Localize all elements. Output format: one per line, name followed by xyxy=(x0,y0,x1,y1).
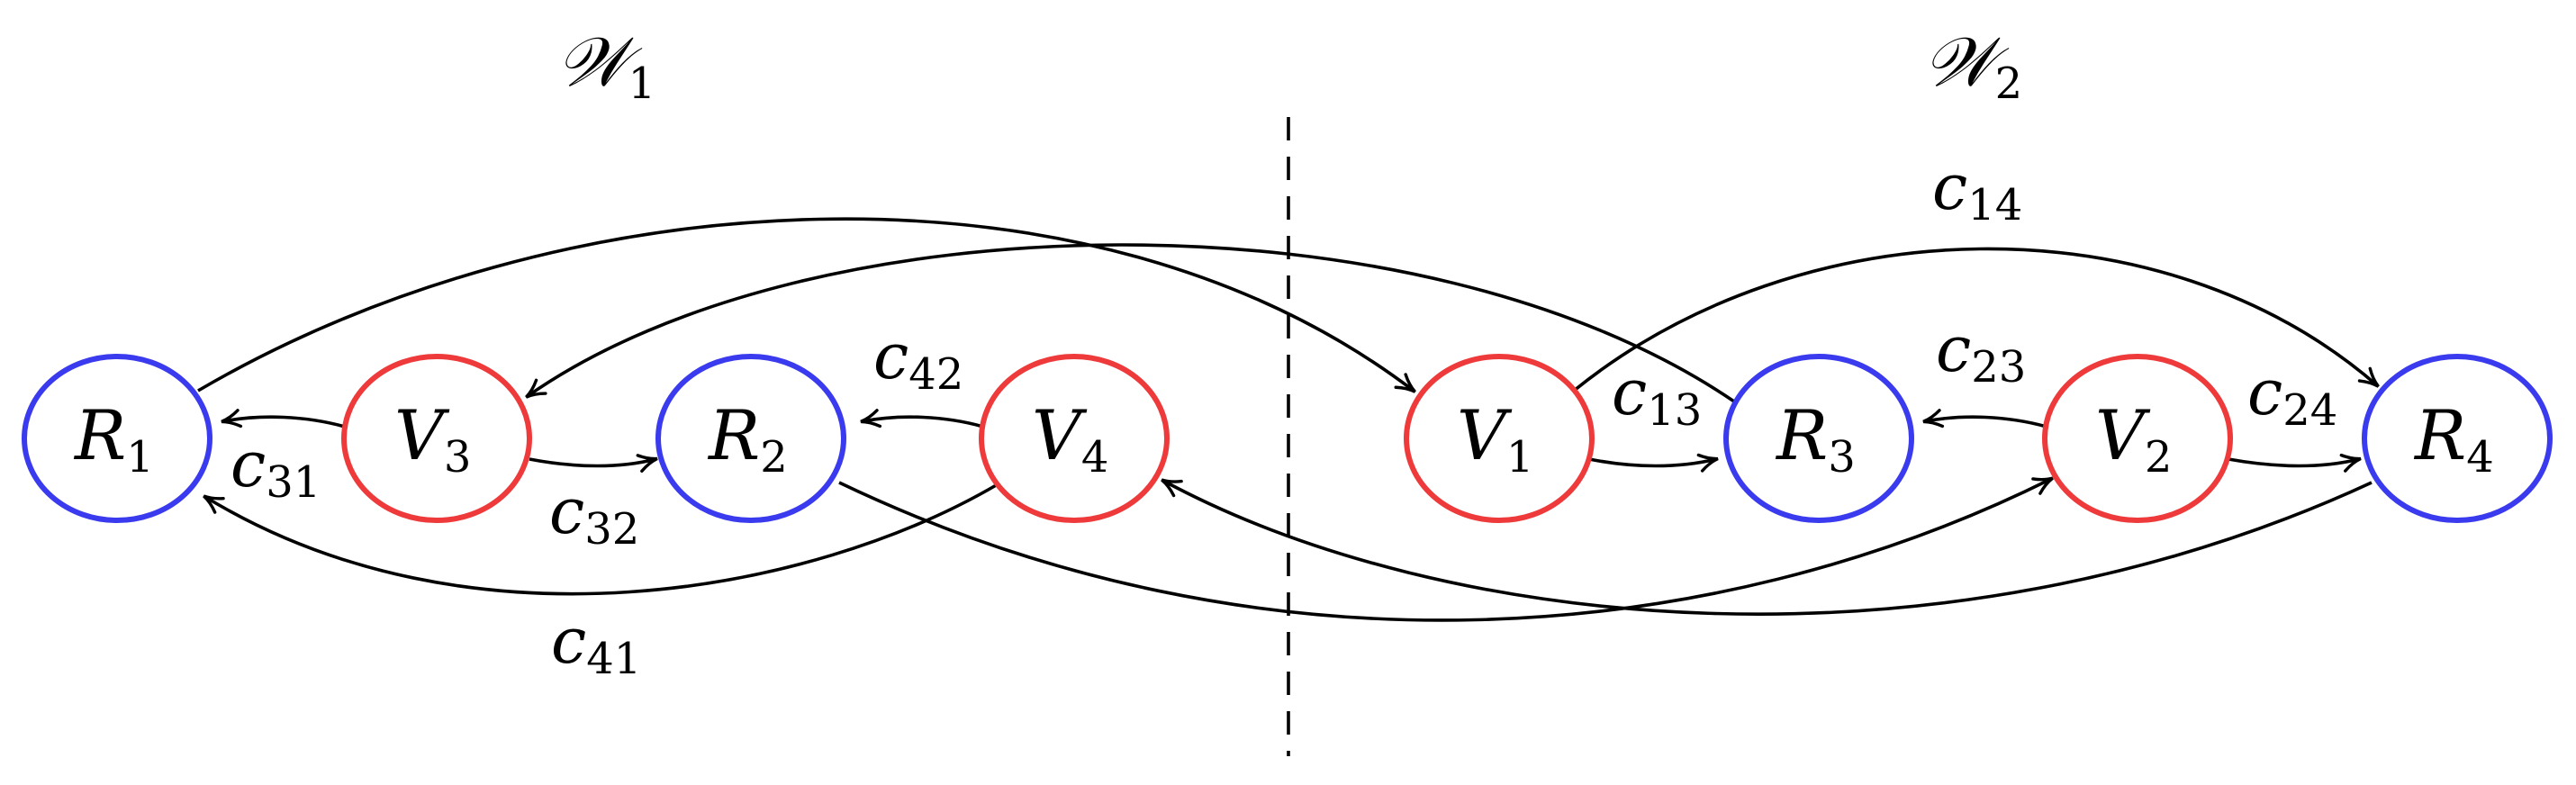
node-v3-ring xyxy=(341,354,532,523)
region-w2-subscript: 2 xyxy=(1995,59,2023,109)
edge-label-c23: c23 xyxy=(1936,312,2026,392)
node-r4: R4 xyxy=(2362,354,2553,523)
edge-c41 xyxy=(203,483,999,596)
edge-label-c41: c41 xyxy=(551,604,641,684)
edge-r2-v2 xyxy=(838,476,2054,622)
node-r4-ring xyxy=(2362,354,2553,523)
edge-label-c42: c42 xyxy=(873,320,963,400)
edge-c13 xyxy=(1588,453,1719,473)
node-v3-label: V3 xyxy=(394,395,471,483)
edge-c24 xyxy=(2228,453,2362,473)
edge-label-c31: c31 xyxy=(230,428,321,508)
edge-c42 xyxy=(860,409,984,429)
node-r1-label: R1 xyxy=(73,395,154,483)
node-r2: R2 xyxy=(655,354,846,523)
edge-label-c13: c13 xyxy=(1612,356,1702,436)
region-label-w1: 𝒲1 xyxy=(556,22,655,109)
node-r2-label: R2 xyxy=(707,395,788,483)
node-v2-label: V2 xyxy=(2095,395,2172,483)
node-r1-ring xyxy=(22,354,212,523)
node-r2-ring xyxy=(655,354,846,523)
nodes: R1 V3 R2 V4 V1 R3 V2 R4 xyxy=(22,354,2553,523)
edge-c14 xyxy=(1572,247,2380,392)
node-v4: V4 xyxy=(979,354,1170,523)
node-r3: R3 xyxy=(1723,354,1914,523)
node-v1-ring xyxy=(1404,354,1595,523)
edge-r3-v3 xyxy=(525,243,1736,403)
region-label-w2: 𝒲2 xyxy=(1923,22,2022,109)
node-v4-label: V4 xyxy=(1032,395,1108,483)
edge-label-c14: c14 xyxy=(1932,150,2022,230)
node-r4-label: R4 xyxy=(2413,395,2494,483)
node-v1: V1 xyxy=(1404,354,1595,523)
node-v1-label: V1 xyxy=(1457,395,1533,483)
edges xyxy=(197,217,2380,622)
node-r1: R1 xyxy=(22,354,212,523)
edge-label-c32: c32 xyxy=(549,474,639,555)
edge-c32 xyxy=(529,454,658,473)
node-r3-label: R3 xyxy=(1775,395,1856,483)
edge-labels: c31 c32 c42 c41 c13 c14 c23 c24 xyxy=(230,150,2337,684)
edge-r1-v1 xyxy=(197,217,1416,393)
edge-c23 xyxy=(1922,409,2047,429)
edge-c31 xyxy=(221,409,346,429)
region-w1-subscript: 1 xyxy=(628,59,656,109)
node-v4-ring xyxy=(979,354,1170,523)
node-r3-ring xyxy=(1723,354,1914,523)
edge-label-c24: c24 xyxy=(2247,356,2337,436)
edge-r4-v4 xyxy=(1161,478,2373,616)
node-v2: V2 xyxy=(2042,354,2233,523)
node-v2-ring xyxy=(2042,354,2233,523)
node-v3: V3 xyxy=(341,354,532,523)
